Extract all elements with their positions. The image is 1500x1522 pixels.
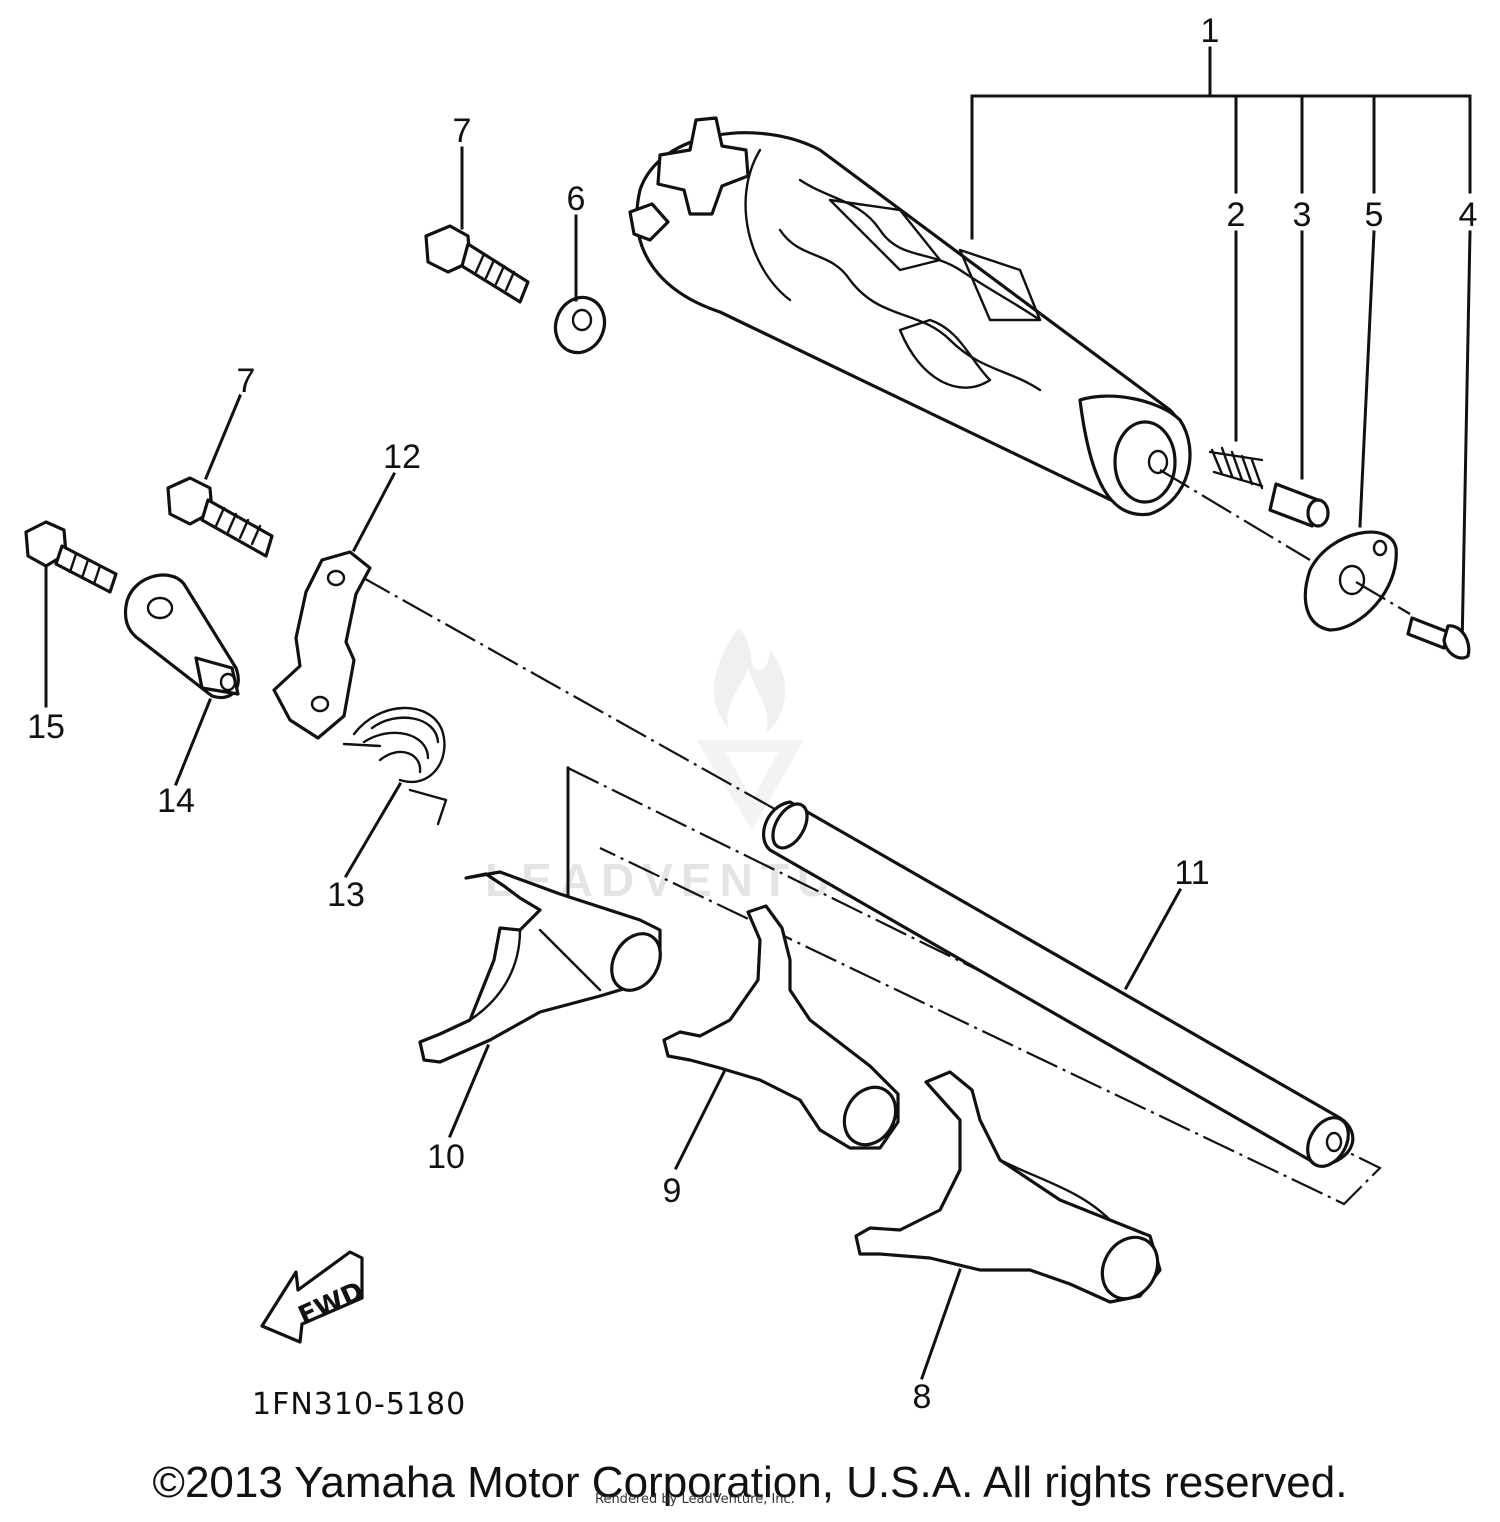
shift-fork-part-9 <box>662 904 900 1150</box>
callout-9: 9 <box>663 1172 682 1210</box>
axis-line-drum <box>1159 469 1411 615</box>
spring-part-13 <box>342 706 448 826</box>
callout-13: 13 <box>327 876 365 914</box>
callout-10: 10 <box>427 1138 465 1176</box>
callout-4: 4 <box>1459 196 1478 234</box>
shift-fork-part-10 <box>418 870 662 1064</box>
callout-11: 11 <box>1174 854 1209 892</box>
axis-line-shaft <box>359 575 781 813</box>
bolt-part-7-top <box>424 224 530 304</box>
screw-part-4 <box>1406 616 1471 660</box>
pin-part-3 <box>1268 482 1330 528</box>
stopper-lever-part-14 <box>123 573 240 700</box>
callout-1: 1 <box>1201 12 1220 50</box>
callout-2: 2 <box>1227 196 1246 234</box>
callout-leaders <box>44 146 1183 1380</box>
washer-part-6 <box>553 295 607 355</box>
shift-fork-part-8 <box>854 1070 1162 1304</box>
callout-12: 12 <box>383 438 421 476</box>
callout-6: 6 <box>567 180 586 218</box>
callout-7-top: 7 <box>453 112 472 150</box>
callout-5: 5 <box>1365 196 1384 234</box>
callout-14: 14 <box>157 782 195 820</box>
callout-15: 15 <box>27 708 65 746</box>
diagram-code: 1FN310-5180 <box>252 1387 466 1422</box>
shift-fork-shaft <box>762 800 1355 1168</box>
callout-3: 3 <box>1293 196 1312 234</box>
bolt-part-7-lower <box>166 476 274 558</box>
bracket-1 <box>970 46 1472 650</box>
segment-part-12 <box>272 550 372 740</box>
bolt-part-15 <box>24 520 118 594</box>
spring-part-2 <box>1208 446 1264 490</box>
plate-part-5 <box>1303 530 1398 632</box>
render-note: Rendered by LeadVenture, Inc. <box>595 1492 795 1507</box>
fwd-arrow-icon: FWD <box>260 1250 368 1344</box>
copyright-notice: ©2013 Yamaha Motor Corporation, U.S.A. A… <box>152 1458 1348 1507</box>
shift-drum <box>628 116 1192 517</box>
watermark-logo <box>696 628 804 830</box>
callout-8: 8 <box>913 1378 932 1416</box>
callout-7-lower: 7 <box>237 362 256 400</box>
